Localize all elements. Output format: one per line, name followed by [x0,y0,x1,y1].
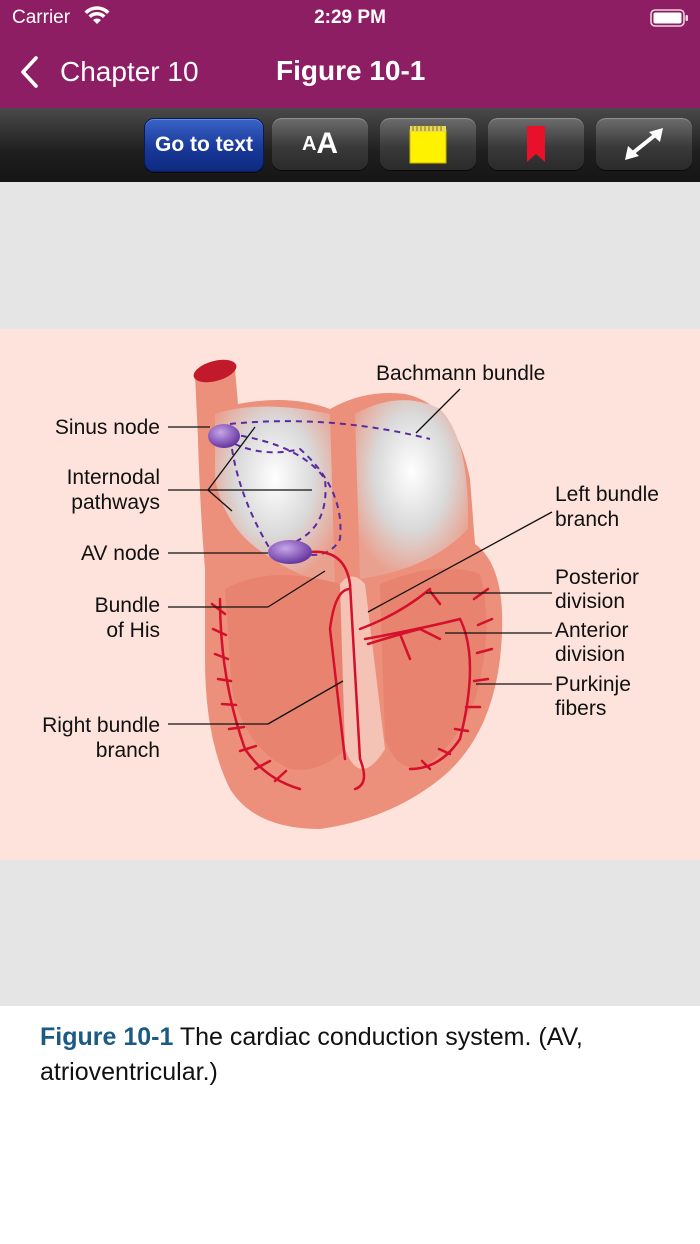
go-to-text-button[interactable]: Go to text [144,118,264,172]
label-internodal-line2: pathways [71,491,160,514]
chevron-left-icon [21,56,38,88]
label-bachmann-bundle: Bachmann bundle [376,362,545,385]
font-size-big-glyph: A [316,127,339,160]
back-label: Chapter 10 [60,56,199,87]
expand-button[interactable] [596,118,692,170]
label-sinus-node: Sinus node [55,416,160,439]
label-posterior-line1: Posterior [555,566,639,589]
left-atrium [355,400,469,579]
label-right-bundle-line1: Right bundle [42,714,160,737]
label-right-bundle-line2: branch [96,739,160,762]
label-purkinje-line1: Purkinje [555,673,631,696]
label-his-line1: Bundle [95,594,160,617]
right-atrium [215,406,335,584]
back-button[interactable]: Chapter 10 [18,50,199,94]
internodal-pathways [224,420,431,556]
av-node [268,540,312,564]
label-his-line2: of His [106,619,160,642]
figure-caption: Figure 10-1 The cardiac conduction syste… [40,1020,660,1090]
label-purkinje-line2: fibers [555,697,606,720]
label-internodal-line1: Internodal [67,466,160,489]
label-left-bundle-line1: Left bundle [555,483,659,506]
page-title: Figure 10-1 [276,55,426,86]
carrier-label: Carrier [12,7,71,28]
navigation-bar: Chapter 10 Figure 10-1 [0,36,700,108]
conduction-pathway [210,550,494,791]
wifi-icon [84,6,110,24]
sticky-note-icon [409,125,447,164]
leader-lines [168,388,553,725]
figure-panel: Bachmann bundle Sinus node Internodal pa… [0,329,700,860]
label-posterior-line2: division [555,590,625,613]
figure-area: Bachmann bundle Sinus node Internodal pa… [0,182,700,1006]
bookmark-icon [527,126,545,162]
vessel-opening [193,359,237,383]
caption-label: Figure 10-1 [40,1023,174,1051]
label-av-node: AV node [81,542,160,565]
note-button[interactable] [380,118,476,170]
font-size-small-glyph: A [301,132,317,155]
label-left-bundle-line2: branch [555,508,619,531]
status-bar: Carrier 2:29 PM [0,0,700,36]
caption-text: The cardiac conduction system. (AV, atri… [40,1023,583,1086]
battery-icon [650,9,688,27]
right-ventricle [225,575,345,770]
cardiac-conduction-diagram: Bachmann bundle Sinus node Internodal pa… [42,359,659,829]
header: Carrier 2:29 PM Chapter 10 Figure 10-1 [0,0,700,108]
label-anterior-line1: Anterior [555,619,629,642]
bookmark-button[interactable] [488,118,584,170]
sinus-node [208,424,240,448]
expand-arrows-icon [625,128,663,160]
status-time: 2:29 PM [314,7,386,28]
label-anterior-line2: division [555,643,625,666]
